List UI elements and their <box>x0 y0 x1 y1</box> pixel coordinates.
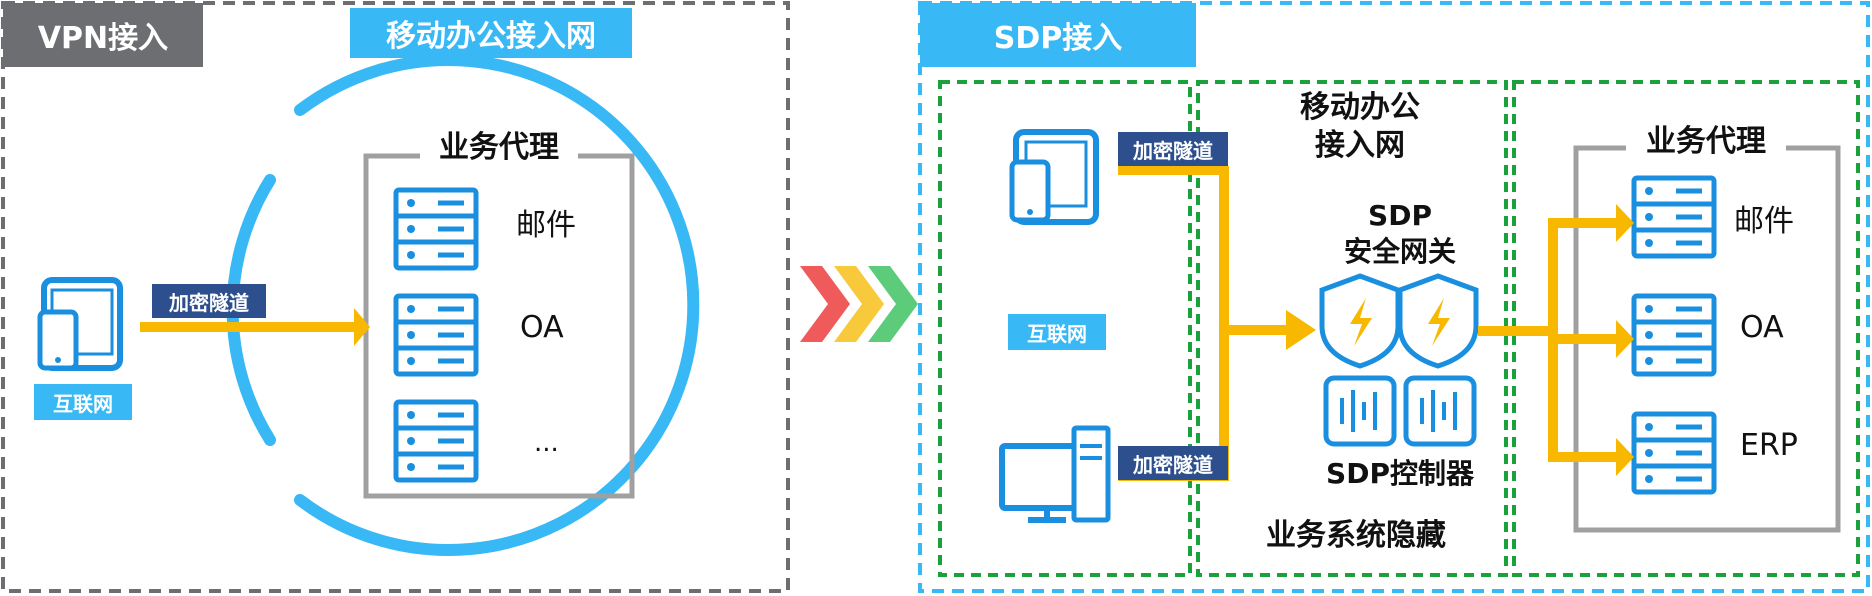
sdp-server-icon-2 <box>1634 296 1714 374</box>
sdp-network-title-line1: 移动办公 <box>1300 90 1420 125</box>
transition-chevrons <box>800 266 918 342</box>
vpn-network-title-bg <box>350 8 632 58</box>
vpn-panel <box>1 1 790 593</box>
vpn-panel-title: VPN接入 <box>37 21 169 56</box>
vpn-title-bg <box>3 3 203 67</box>
vpn-tunnel-arrowhead <box>354 308 370 346</box>
sdp-proxy-title: 业务代理 <box>1646 124 1766 159</box>
vpn-server-icon-2 <box>396 296 476 374</box>
gateway-shield-icon-2 <box>1397 273 1479 369</box>
sdp-server-icon-3 <box>1634 414 1714 492</box>
sdp-service-label-3: ERP <box>1740 428 1798 463</box>
vpn-proxy-box <box>363 153 635 499</box>
sdp-panel <box>918 1 1870 593</box>
hidden-label: 业务系统隐藏 <box>1266 518 1446 553</box>
service-arrows <box>1478 204 1634 476</box>
sdp-server-icon-1 <box>1634 178 1714 256</box>
chevron-yellow <box>834 266 884 342</box>
vpn-proxy-title: 业务代理 <box>439 130 559 165</box>
gateway-shield-icon-1 <box>1319 273 1401 369</box>
sdp-client-zone <box>938 80 1192 577</box>
gateway-label-line1: SDP <box>1368 199 1432 232</box>
sdp-tunnel-label-bottom: 加密隧道 <box>1118 446 1228 480</box>
vpn-server-icon-3 <box>396 402 476 480</box>
sdp-title-bg <box>920 3 1196 67</box>
sdp-desktop-icon <box>999 425 1111 523</box>
controller-icon-1 <box>1323 375 1397 447</box>
sdp-proxy-box <box>1573 145 1841 533</box>
vpn-network-title: 移动办公接入网 <box>386 19 596 54</box>
vpn-device-icon <box>37 277 123 371</box>
vpn-service-label-1: 邮件 <box>516 208 576 243</box>
network-circle-arc <box>294 54 700 556</box>
vpn-service-label-3: ... <box>534 428 559 458</box>
sdp-tablet-icon <box>1009 129 1099 225</box>
sdp-service-label-1: 邮件 <box>1734 204 1794 239</box>
vpn-internet-label: 互联网 <box>34 384 132 420</box>
sdp-tunnel-label-top: 加密隧道 <box>1118 132 1228 166</box>
sdp-service-label-2: OA <box>1740 310 1784 345</box>
sdp-tunnel-lines <box>1118 166 1316 481</box>
vpn-server-icon-1 <box>396 190 476 268</box>
sdp-panel-title: SDP接入 <box>993 21 1123 56</box>
sdp-service-zone <box>1512 80 1860 577</box>
vpn-service-label-2: OA <box>520 310 564 345</box>
sdp-internet-label: 互联网 <box>1008 314 1106 350</box>
vpn-tunnel-label: 加密隧道 <box>152 284 266 318</box>
chevron-green <box>868 266 918 342</box>
sdp-network-zone <box>1196 80 1508 577</box>
sdp-network-title-line2: 接入网 <box>1315 128 1405 163</box>
controller-label: SDP控制器 <box>1326 457 1474 490</box>
controller-icon-2 <box>1403 375 1477 447</box>
vpn-tunnel-line <box>140 322 356 332</box>
chevron-red <box>800 266 850 342</box>
gateway-label-line2: 安全网关 <box>1343 235 1456 268</box>
